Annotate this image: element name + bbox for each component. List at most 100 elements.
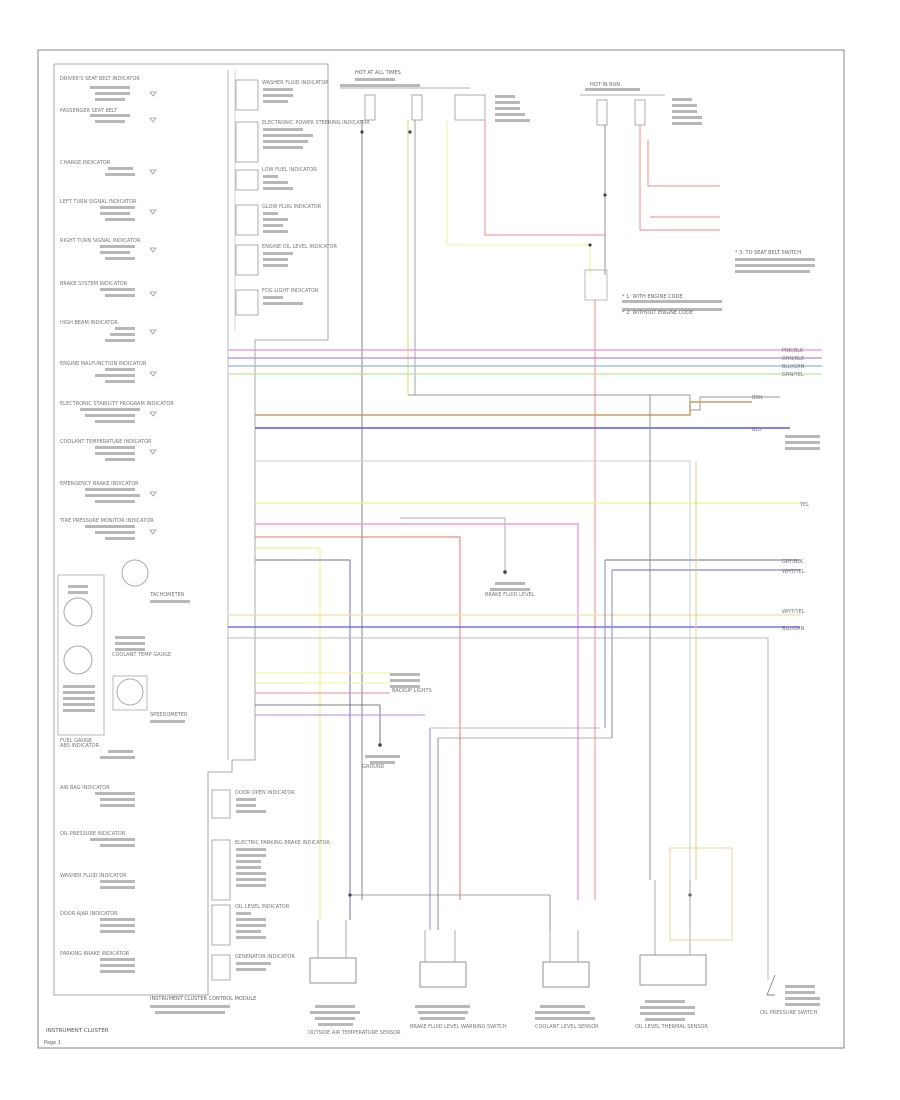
- speedometer-icon: [116, 678, 144, 706]
- cluster-sublabel: INSTRUMENT CLUSTER CONTROL MODULE: [150, 996, 256, 1002]
- wire-yellow-to-sensor: [400, 517, 506, 575]
- indicator-label: ENGINE MALFUNCTION INDICATOR: [60, 361, 147, 367]
- wire-pink-2: [255, 523, 579, 900]
- wire-grey-brown: [408, 394, 780, 411]
- wire-label-8: YEL: [799, 502, 809, 508]
- wire-red-c: [647, 140, 720, 187]
- left-indicator-group: [149, 91, 157, 535]
- bottom-component-wires: [317, 880, 691, 962]
- top-label-hot-at-all-times: HOT AT ALL TIMES: [355, 70, 401, 76]
- gauge-label-coolant: COOLANT TEMP GAUGE: [112, 652, 171, 658]
- indicator-label: WASHER FLUID INDICATOR: [262, 80, 329, 86]
- component-label-5: OIL PRESSURE SWITCH: [760, 1010, 818, 1016]
- indicator-label: ELECTRONIC POWER STEERING INDICATOR: [262, 120, 370, 126]
- wire-label-4: GRN/YEL: [782, 372, 804, 378]
- wire-blue-grey: [255, 559, 351, 920]
- gauge-label-blocks: [63, 585, 190, 723]
- footer-code: Page 1: [44, 1040, 61, 1046]
- note-3: * 3: TO SEAT BELT SWITCH: [735, 250, 801, 256]
- mid-label-brake-fluid: BRAKE FLUID LEVEL: [485, 592, 535, 598]
- indicator-label: EMERGENCY BRAKE INDICATOR: [60, 481, 139, 487]
- indicator-label: LEFT TURN SIGNAL INDICATOR: [60, 199, 137, 205]
- indicator-label: PARKING BRAKE INDICATOR: [60, 951, 130, 957]
- indicator-label: CHARGE INDICATOR: [60, 160, 111, 166]
- wire-label-7: WHT/YEL: [782, 609, 805, 615]
- wire-yellow-c: [446, 120, 591, 275]
- speedometer-box: [112, 675, 148, 711]
- gauge-label-tach: TACHOMETER: [149, 592, 185, 598]
- inner-label-blocks: [263, 88, 313, 305]
- indicator-label: RIGHT TURN SIGNAL INDICATOR: [60, 238, 141, 244]
- note-2: * 2: WITHOUT ENGINE CODE: [622, 310, 693, 316]
- gauge-panel: [57, 574, 105, 736]
- lower-inner-indicator-labels: DOOR OPEN INDICATOR ELECTRIC PARKING BRA…: [235, 790, 330, 960]
- indicator-label: AIR BAG INDICATOR: [60, 785, 110, 791]
- wire-label-10: WHT/YEL: [782, 569, 805, 575]
- wire-light-grey: [255, 460, 691, 900]
- wire-label-9: GRY/BLK: [782, 559, 804, 565]
- wire-label-5: BRN: [752, 395, 763, 401]
- top-label-blocks: [340, 78, 820, 450]
- indicator-label: OIL LEVEL INDICATOR: [235, 904, 290, 910]
- tachometer-icon: [121, 559, 149, 587]
- indicator-label: GENERATOR INDICATOR: [235, 954, 295, 960]
- wire-yellow-2: [255, 547, 321, 920]
- mid-label-ground: GROUND: [362, 764, 385, 770]
- indicator-label: DRIVER'S SEAT BELT INDICATOR: [60, 76, 140, 82]
- splice-box: [584, 269, 608, 301]
- wire-label-3: BLU/GRN: [782, 364, 805, 370]
- bottom-components: [309, 954, 776, 996]
- bottom-label-blocks: [150, 582, 820, 1026]
- bottom-left-indicator-labels: ABS INDICATOR AIR BAG INDICATOR OIL PRES…: [60, 743, 130, 957]
- inner-indicator-group: [235, 79, 259, 316]
- indicator-label: FOG LIGHT INDICATOR: [262, 288, 319, 294]
- indicator-label: PASSENGER SEAT BELT: [60, 108, 118, 114]
- left-indicator-labels: DRIVER'S SEAT BELT INDICATOR PASSENGER S…: [59, 76, 174, 524]
- lower-inner-indicator-group: [211, 789, 231, 981]
- wire-brown: [255, 401, 752, 416]
- indicator-label: DOOR AJAR INDICATOR: [60, 911, 118, 917]
- component-label-1: OUTSIDE AIR TEMPERATURE SENSOR: [308, 1030, 401, 1036]
- wire-grey-3: [228, 637, 769, 980]
- indicator-label: TIRE PRESSURE MONITOR INDICATOR: [59, 518, 154, 524]
- coolant-gauge-icon: [63, 645, 93, 675]
- indicator-label: ABS INDICATOR: [60, 743, 100, 749]
- indicator-label: DOOR OPEN INDICATOR: [235, 790, 295, 796]
- note-1: * 1: WITH ENGINE CODE: [622, 294, 683, 300]
- indicator-label: GLOW PLUG INDICATOR: [262, 204, 322, 210]
- wire-red-2: [255, 536, 461, 900]
- indicator-label: OIL PRESSURE INDICATOR: [60, 831, 126, 837]
- component-label-2: BRAKE FLUID LEVEL WARNING SWITCH: [410, 1024, 507, 1030]
- component-label-3: COOLANT LEVEL SENSOR: [535, 1024, 599, 1030]
- wire-label-11: BLU/GRN: [782, 626, 805, 632]
- indicator-label: HIGH BEAM INDICATOR: [60, 320, 118, 326]
- bottom-left-label-blocks: [90, 750, 135, 973]
- wire-label-1: PNK/BLK: [782, 348, 804, 354]
- indicator-label: BRAKE SYSTEM INDICATOR: [60, 281, 128, 287]
- junction-dots: [348, 130, 692, 897]
- indicator-label: ENGINE OIL LEVEL INDICATOR: [262, 244, 337, 250]
- indicator-label: ELECTRIC PARKING BRAKE INDICATOR: [235, 840, 330, 846]
- indicator-label: COOLANT TEMPERATURE INDICATOR: [60, 439, 152, 445]
- cluster-title: INSTRUMENT CLUSTER: [46, 1028, 109, 1034]
- wire-pink-3: [255, 704, 381, 745]
- wire-red-b: [639, 125, 720, 231]
- lower-inner-label-blocks: [236, 798, 271, 971]
- diagram-frame: [37, 49, 845, 1049]
- cluster-boundary: [53, 63, 329, 996]
- gauge-label-fuel: FUEL GAUGE: [60, 738, 92, 744]
- mid-label-backup: BACKUP LIGHTS: [392, 688, 432, 694]
- indicator-label: ELECTRONIC STABILITY PROGRAM INDICATOR: [60, 401, 174, 407]
- indicator-label: WASHER FLUID INDICATOR: [60, 873, 127, 879]
- indicator-label: LOW FUEL INDICATOR: [262, 167, 317, 173]
- oil-level-sensor-box: [669, 847, 733, 941]
- left-label-blocks: [80, 86, 140, 540]
- wire-label-2: ORN/BLK: [782, 356, 805, 362]
- fuel-gauge-icon: [63, 597, 93, 627]
- inner-indicator-labels: WASHER FLUID INDICATOR ELECTRONIC POWER …: [262, 80, 370, 294]
- top-label-hot-in-run: HOT IN RUN: [590, 82, 620, 88]
- wire-label-6: BLU: [752, 427, 762, 433]
- gauge-label-speedo: SPEEDOMETER: [150, 712, 188, 718]
- component-label-4: OIL LEVEL THERMAL SENSOR: [635, 1024, 708, 1030]
